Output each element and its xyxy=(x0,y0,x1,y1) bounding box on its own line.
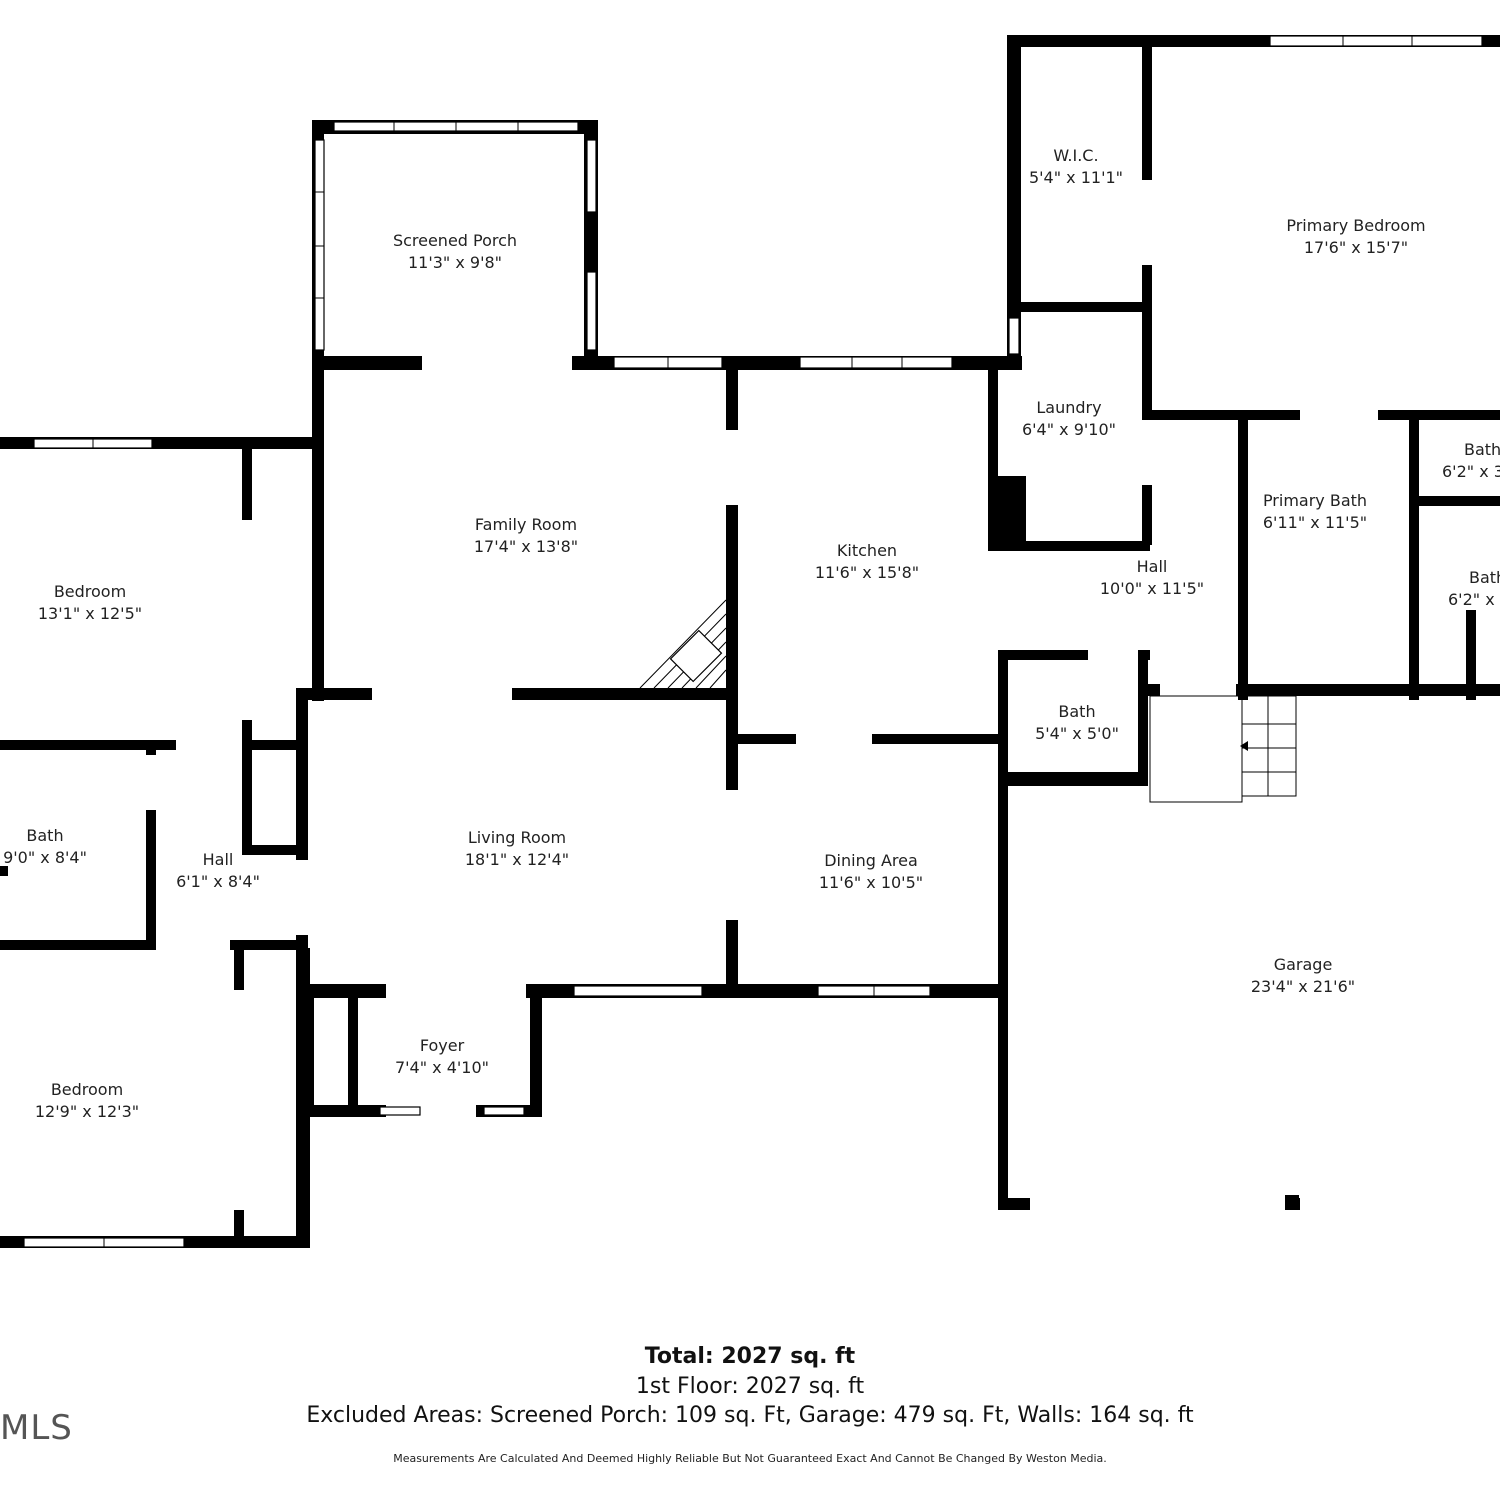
room-foyer-dims: 7'4" x 4'10" xyxy=(395,1058,489,1077)
windows xyxy=(23,35,1483,1248)
room-bedroom-top-left-name: Bedroom xyxy=(54,582,126,601)
excluded-areas: Excluded Areas: Screened Porch: 109 sq. … xyxy=(306,1403,1194,1428)
room-bedroom-bottom-left-name: Bedroom xyxy=(51,1080,123,1099)
room-hall-right-dims: 10'0" x 11'5" xyxy=(1100,579,1204,598)
disclaimer: Measurements Are Calculated And Deemed H… xyxy=(393,1452,1107,1465)
room-garage-dims: 23'4" x 21'6" xyxy=(1251,977,1355,996)
room-laundry-name: Laundry xyxy=(1036,398,1101,417)
room-kitchen-dims: 11'6" x 15'8" xyxy=(815,563,919,582)
room-kitchen-name: Kitchen xyxy=(837,541,897,560)
room-dining-area-dims: 11'6" x 10'5" xyxy=(819,873,923,892)
room-living-room-dims: 18'1" x 12'4" xyxy=(465,850,569,869)
room-wic-dims: 5'4" x 11'1" xyxy=(1029,168,1123,187)
room-bath-center-dims: 5'4" x 5'0" xyxy=(1035,724,1119,743)
room-labels: Screened Porch 11'3" x 9'8" W.I.C. 5'4" … xyxy=(3,146,1500,1121)
room-bath-center-name: Bath xyxy=(1058,702,1095,721)
room-living-room-name: Living Room xyxy=(468,828,566,847)
room-family-room-dims: 17'4" x 13'8" xyxy=(474,537,578,556)
room-bath-left-name: Bath xyxy=(26,826,63,845)
room-primary-bath-name: Primary Bath xyxy=(1263,491,1367,510)
room-primary-bath-dims: 6'11" x 11'5" xyxy=(1263,513,1367,532)
walls xyxy=(0,35,1500,1248)
room-family-room-name: Family Room xyxy=(475,515,577,534)
room-primary-bedroom-dims: 17'6" x 15'7" xyxy=(1304,238,1408,257)
stairs xyxy=(639,599,1297,803)
room-bath-upper-right-dims: 6'2" x 3 xyxy=(1442,462,1500,481)
room-bath-upper-right-name: Bath xyxy=(1464,440,1500,459)
room-hall-left-name: Hall xyxy=(203,850,234,869)
room-bedroom-bottom-left-dims: 12'9" x 12'3" xyxy=(35,1102,139,1121)
room-wic-name: W.I.C. xyxy=(1053,146,1098,165)
room-foyer-name: Foyer xyxy=(420,1036,465,1055)
total-area: Total: 2027 sq. ft xyxy=(644,1344,856,1369)
room-primary-bedroom-name: Primary Bedroom xyxy=(1286,216,1425,235)
room-laundry-dims: 6'4" x 9'10" xyxy=(1022,420,1116,439)
room-bath-mid-right-name: Bath xyxy=(1469,568,1500,587)
room-bedroom-top-left-dims: 13'1" x 12'5" xyxy=(38,604,142,623)
floor1-area: 1st Floor: 2027 sq. ft xyxy=(635,1374,865,1399)
room-garage-name: Garage xyxy=(1274,955,1333,974)
room-hall-left-dims: 6'1" x 8'4" xyxy=(176,872,260,891)
room-hall-right-name: Hall xyxy=(1137,557,1168,576)
openings xyxy=(146,180,1500,1210)
room-screened-porch-dims: 11'3" x 9'8" xyxy=(408,253,502,272)
room-bath-mid-right-dims: 6'2" x 7 xyxy=(1448,590,1500,609)
room-dining-area-name: Dining Area xyxy=(824,851,918,870)
room-screened-porch-name: Screened Porch xyxy=(393,231,517,250)
mls-logo: MLS xyxy=(0,1408,73,1448)
room-bath-left-dims: 9'0" x 8'4" xyxy=(3,848,87,867)
